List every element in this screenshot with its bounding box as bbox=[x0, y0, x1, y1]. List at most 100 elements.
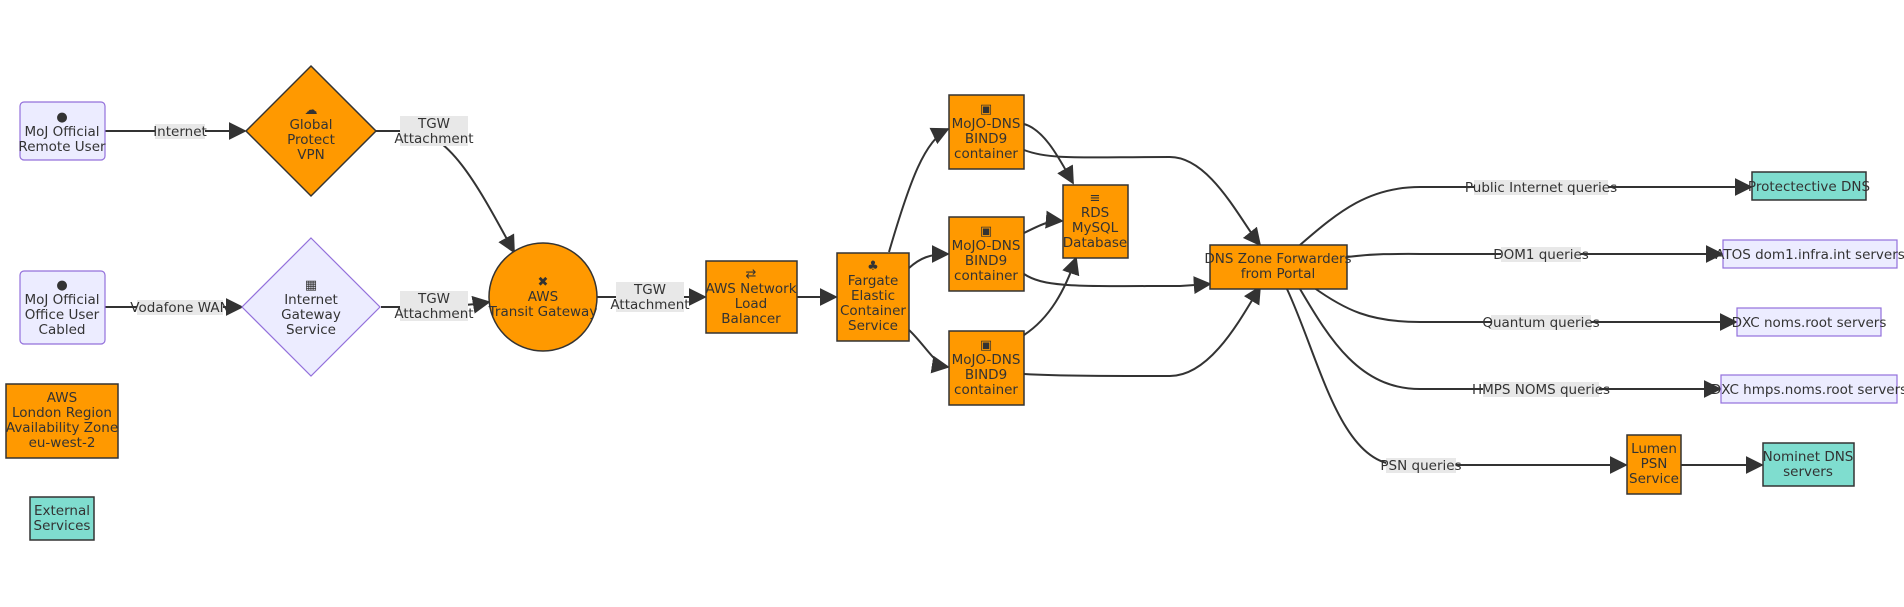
edge-label-line: HMPS NOMS queries bbox=[1472, 382, 1610, 398]
node-label-line: Global bbox=[289, 117, 332, 133]
network-icon: ✖ bbox=[538, 275, 549, 290]
node-label-line: Balancer bbox=[721, 311, 781, 327]
edge-label-dom1: DOM1 queries bbox=[1493, 247, 1589, 263]
edge-label-tgw-3: TGW Attachment bbox=[610, 282, 690, 313]
node-label-line: servers bbox=[1783, 464, 1833, 480]
node-label-line: Internet bbox=[284, 292, 338, 308]
legend-label-line: London Region bbox=[12, 405, 112, 421]
edge-label-line: Attachment bbox=[394, 131, 473, 147]
cube-icon: ▣ bbox=[980, 338, 992, 353]
edge-label-quantum: Quantum queries bbox=[1482, 315, 1600, 331]
node-fargate-ecs[interactable]: ♣ Fargate Elastic Container Service bbox=[836, 252, 910, 342]
edge-label-psn: PSN queries bbox=[1380, 458, 1462, 474]
edge-vpn-to-tgw bbox=[376, 130, 515, 254]
node-label-line: Gateway bbox=[281, 307, 341, 323]
legend-label-line: eu-west-2 bbox=[29, 435, 96, 451]
node-label-line: Elastic bbox=[851, 288, 895, 304]
edge-dns1-to-forwarders bbox=[1023, 149, 1262, 247]
node-label-line: Container bbox=[840, 303, 906, 319]
node-dns-zone-forwarders[interactable]: DNS Zone Forwarders from Portal bbox=[1204, 244, 1352, 290]
node-label-line: BIND9 bbox=[965, 253, 1007, 269]
edge-dns2-to-forwarders bbox=[1023, 273, 1212, 295]
node-label-line: Lumen bbox=[1631, 441, 1677, 457]
node-mojo-dns-2[interactable]: ▣ MoJO-DNS BIND9 container bbox=[948, 216, 1025, 292]
node-dxc-hmps[interactable]: DXC hmps.noms.root servers bbox=[1711, 374, 1904, 404]
node-dxc-noms[interactable]: DXC noms.root servers bbox=[1732, 307, 1887, 337]
cube-icon: ▣ bbox=[980, 102, 992, 117]
node-remote-user[interactable]: ● MoJ Official Remote User bbox=[18, 101, 106, 161]
nodes: ● MoJ Official Remote User ● MoJ Officia… bbox=[5, 64, 1904, 541]
node-label-line: VPN bbox=[297, 147, 324, 163]
node-label-line: Remote User bbox=[18, 139, 106, 155]
node-mojo-dns-3[interactable]: ▣ MoJO-DNS BIND9 container bbox=[948, 330, 1025, 406]
node-label-line: MySQL bbox=[1072, 220, 1119, 236]
database-icon: ≡ bbox=[1090, 191, 1101, 206]
cube-icon: ▣ bbox=[980, 224, 992, 239]
edge-forwarders-to-dxc-hmps bbox=[1299, 288, 1722, 398]
node-label-line: MoJO-DNS bbox=[952, 238, 1021, 254]
node-label-line: ATOS dom1.infra.int servers bbox=[1715, 247, 1904, 263]
edges bbox=[105, 122, 1764, 474]
node-rds-mysql[interactable]: ≡ RDS MySQL Database bbox=[1062, 184, 1129, 259]
node-label-line: Service bbox=[848, 318, 898, 334]
cubes-icon: ♣ bbox=[867, 259, 879, 274]
building-icon: ▦ bbox=[305, 278, 317, 293]
edge-dns3-to-rds bbox=[1023, 256, 1080, 336]
node-label-line: DNS Zone Forwarders bbox=[1204, 251, 1351, 267]
edge-label-line: DOM1 queries bbox=[1493, 247, 1589, 263]
node-global-protect-vpn[interactable]: ☁ Global Protect VPN bbox=[244, 64, 378, 198]
node-label-line: Fargate bbox=[848, 273, 899, 289]
node-label-line: PSN bbox=[1641, 456, 1668, 472]
edge-labels: Internet Vodafone WAN TGW Attachment TGW… bbox=[130, 116, 1617, 474]
edge-label-line: Quantum queries bbox=[1482, 315, 1599, 331]
node-label-line: AWS bbox=[528, 289, 558, 305]
node-lumen-psn[interactable]: Lumen PSN Service bbox=[1626, 434, 1682, 495]
node-label-line: container bbox=[954, 268, 1018, 284]
edge-label-line: Internet bbox=[153, 124, 207, 140]
edge-forwarders-to-atos bbox=[1346, 245, 1724, 263]
edge-label-line: Public Internet queries bbox=[1465, 180, 1617, 196]
edge-forwarders-to-protective bbox=[1299, 178, 1753, 246]
edge-label-tgw-2: TGW Attachment bbox=[394, 291, 474, 322]
node-label-line: from Portal bbox=[1241, 266, 1316, 282]
edge-label-line: Attachment bbox=[610, 297, 689, 313]
node-label-line: MoJO-DNS bbox=[952, 116, 1021, 132]
edge-label-public-internet: Public Internet queries bbox=[1465, 180, 1617, 196]
edge-label-line: PSN queries bbox=[1380, 458, 1461, 474]
node-label-line: MoJ Official bbox=[24, 292, 99, 308]
edge-fargate-to-dns3 bbox=[908, 329, 950, 374]
legend-aws: AWS London Region Availability Zone eu-w… bbox=[5, 383, 119, 459]
node-label-line: DXC hmps.noms.root servers bbox=[1711, 382, 1904, 398]
node-label-line: DXC noms.root servers bbox=[1732, 315, 1887, 331]
node-protective-dns[interactable]: Protectective DNS bbox=[1748, 171, 1870, 201]
node-mojo-dns-1[interactable]: ▣ MoJO-DNS BIND9 container bbox=[948, 94, 1025, 170]
legend-label-line: AWS bbox=[47, 390, 77, 406]
node-internet-gateway-service[interactable]: ▦ Internet Gateway Service bbox=[241, 237, 381, 377]
node-nominet-dns[interactable]: Nominet DNS servers bbox=[1762, 442, 1855, 487]
node-atos[interactable]: ATOS dom1.infra.int servers bbox=[1715, 239, 1904, 269]
edge-fargate-to-dns2 bbox=[908, 245, 950, 269]
node-label-line: Nominet DNS bbox=[1763, 449, 1854, 465]
node-aws-network-load-balancer[interactable]: ⇄ AWS Network Load Balancer bbox=[705, 260, 798, 334]
edge-fargate-to-dns1 bbox=[888, 127, 950, 253]
edge-dns2-to-rds bbox=[1023, 210, 1064, 234]
legend-external: External Services bbox=[29, 496, 95, 541]
edge-label-line: TGW bbox=[633, 282, 666, 298]
edge-label-line: TGW bbox=[417, 291, 450, 307]
node-label-line: Protect bbox=[287, 132, 335, 148]
node-label-line: RDS bbox=[1081, 205, 1109, 221]
node-label-line: MoJ Official bbox=[24, 124, 99, 140]
legend-label-line: Availability Zone bbox=[6, 420, 118, 436]
edge-label-vodafone: Vodafone WAN bbox=[130, 300, 230, 316]
node-label-line: Cabled bbox=[39, 322, 86, 338]
node-label-line: Service bbox=[286, 322, 336, 338]
node-label-line: Service bbox=[1629, 471, 1679, 487]
node-office-user[interactable]: ● MoJ Official Office User Cabled bbox=[19, 270, 106, 345]
node-label-line: Load bbox=[735, 296, 767, 312]
node-label-line: Database bbox=[1063, 235, 1127, 251]
node-aws-transit-gateway[interactable]: ✖ AWS Transit Gateway bbox=[488, 242, 598, 352]
shuffle-icon: ⇄ bbox=[746, 267, 757, 282]
node-label-line: Office User bbox=[25, 307, 100, 323]
node-label-line: Protectective DNS bbox=[1748, 179, 1870, 195]
